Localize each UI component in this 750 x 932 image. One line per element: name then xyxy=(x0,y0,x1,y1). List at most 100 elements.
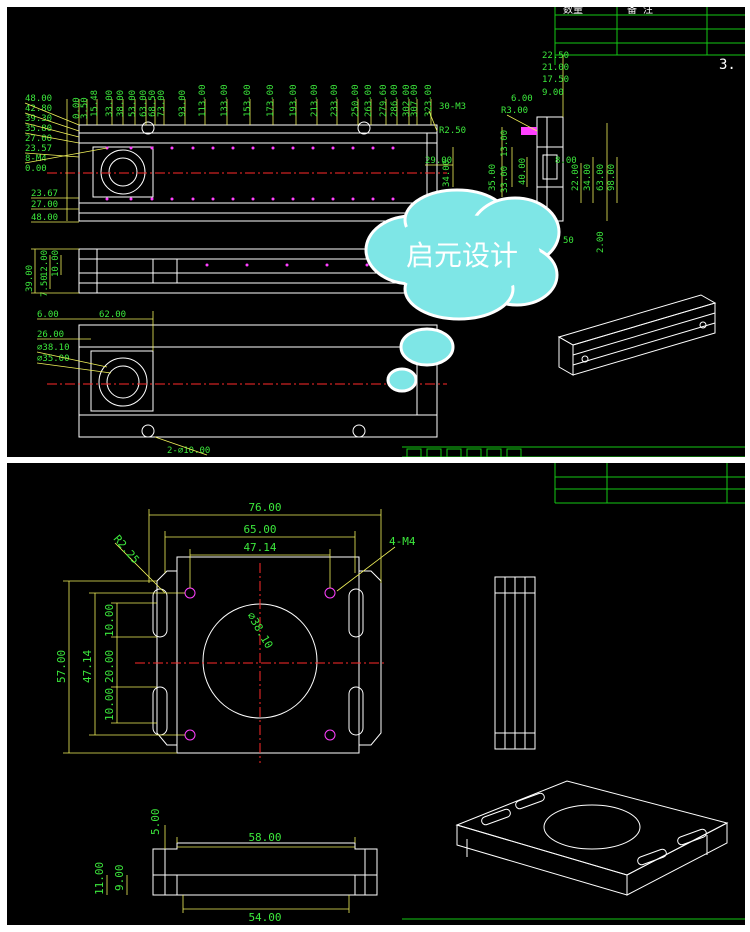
dim-plate-8: 20.00 xyxy=(103,650,116,683)
dim-top-7: 68.50 xyxy=(148,90,158,117)
dim-bottom-5: 2-⌀10.00 xyxy=(167,446,210,456)
dim-sec-4: 6.00 xyxy=(511,94,533,104)
dim-edge-0: 58.00 xyxy=(248,831,281,844)
plate-title-block xyxy=(402,463,745,920)
dim-bottom-4: ⌀35.00 xyxy=(37,354,70,364)
rail-top-view xyxy=(78,121,438,222)
rail-isometric-view xyxy=(557,294,717,376)
section-dim-leaders xyxy=(501,55,618,221)
plate-edge-view xyxy=(152,842,378,896)
dim-lower-0: 23.67 xyxy=(31,189,58,199)
bottom-view-dims: 6.00 62.00 26.00 ⌀38.10 ⌀35.00 2-⌀10.00 xyxy=(37,310,210,456)
dim-top-9: 93.00 xyxy=(178,90,188,117)
dim-top-20: 286.00 xyxy=(390,84,400,117)
right-dims: 30-M3 R2.50 29.00 34.00 xyxy=(425,102,466,187)
dim-top-18: 263.00 xyxy=(364,84,374,117)
dim-sec-6: 13.00 xyxy=(500,130,510,157)
dim-side-1: 12.00 xyxy=(40,250,50,277)
dim-plate-0: 76.00 xyxy=(248,501,281,514)
dim-top-15: 213.00 xyxy=(310,84,320,117)
dim-top-22: 307.00 xyxy=(410,84,420,117)
dim-top-23: 323.00 xyxy=(424,84,434,117)
dim-plate-1: 65.00 xyxy=(243,523,276,536)
top-row-dims: 0.00 3.50 15.48 33.00 38.00 53.00 63.00 … xyxy=(72,84,434,119)
dim-top-17: 250.00 xyxy=(351,84,361,117)
dim-plate-6: 47.14 xyxy=(81,650,94,683)
side-dims: 39.00 12.00 10.00 7.50 xyxy=(25,250,61,297)
dim-sec-0: 22.50 xyxy=(542,51,569,61)
dim-sec-10: 8.00 xyxy=(555,156,577,166)
dim-left-1: 42.80 xyxy=(25,104,52,114)
dim-sec-7: 35.00 xyxy=(488,164,498,191)
dim-sec-1: 21.00 xyxy=(542,63,569,73)
title-block-qty: 数量 xyxy=(563,7,583,16)
dim-plate-5: 57.00 xyxy=(55,650,68,683)
dim-top-16: 233.00 xyxy=(330,84,340,117)
dim-edge-2: 11.00 xyxy=(93,862,106,895)
dim-top-8: 73.00 xyxy=(157,90,167,117)
lower-left-dims: 23.67 27.00 48.00 xyxy=(31,189,58,223)
dim-right-3: 34.00 xyxy=(442,160,452,187)
rail-drawing: 数量 备 注 3. xyxy=(24,7,745,457)
dim-plate-3: R2.25 xyxy=(111,533,142,567)
dim-top-0: 0.00 xyxy=(72,97,82,119)
plate-drawing-panel: 76.00 65.00 47.14 R2.25 4-M4 57.00 47.14… xyxy=(7,463,745,925)
dim-side-0: 39.00 xyxy=(25,265,35,292)
dim-plate-4: 4-M4 xyxy=(389,535,416,548)
rail-side-view xyxy=(78,248,438,294)
dim-left-4: 27.00 xyxy=(25,134,52,144)
plate-m4-holes xyxy=(184,587,336,741)
dim-top-5: 53.00 xyxy=(128,90,138,117)
dim-bottom-2: 26.00 xyxy=(37,330,64,340)
side-view-holes xyxy=(205,263,369,267)
dim-sec-9: 40.00 xyxy=(518,158,528,185)
dim-sec-13: 63.00 xyxy=(596,164,606,191)
dim-bottom-0: 6.00 xyxy=(37,310,59,320)
dim-top-13: 173.00 xyxy=(266,84,276,117)
dim-top-10: 113.00 xyxy=(198,84,208,117)
dim-sec-5: R3.00 xyxy=(501,106,528,116)
dim-top-4: 38.00 xyxy=(116,90,126,117)
dim-top-6: 63.00 xyxy=(139,90,149,117)
dim-lower-2: 48.00 xyxy=(31,213,58,223)
dim-left-2: 39.30 xyxy=(25,114,52,124)
dim-lower-1: 27.00 xyxy=(31,200,58,210)
title-block-scale: 3. xyxy=(719,57,736,73)
dim-side-2: 10.00 xyxy=(51,250,61,277)
dim-plate-9: 10.00 xyxy=(103,688,116,721)
right-dim-leaders xyxy=(425,110,454,187)
dim-edge-3: 9.00 xyxy=(113,865,126,892)
bottom-view-leaders xyxy=(36,311,208,456)
dim-right-0: 30-M3 xyxy=(439,102,466,112)
dim-top-3: 33.00 xyxy=(105,90,115,117)
rail-drawing-panel: 数量 备 注 3. xyxy=(7,7,745,457)
plate-dims: 76.00 65.00 47.14 R2.25 4-M4 57.00 47.14… xyxy=(55,501,416,721)
title-block-notes: 备 注 xyxy=(627,7,653,16)
dim-plate-7: 10.00 xyxy=(103,604,116,637)
dim-sec-2: 17.50 xyxy=(542,75,569,85)
plate-isometric-view xyxy=(455,780,729,896)
top-dim-leaders xyxy=(66,99,432,221)
plate-side-view xyxy=(494,576,536,750)
edge-dim-lines xyxy=(106,825,356,913)
dim-edge-1: 5.00 xyxy=(149,809,162,836)
rail-holes xyxy=(105,146,395,201)
plate-dim-lines xyxy=(63,509,396,754)
dim-top-21: 302.00 xyxy=(402,84,412,117)
watermark-text: 启元设计 xyxy=(406,239,518,272)
dim-right-2: 29.00 xyxy=(425,156,452,166)
dim-top-1: 3.50 xyxy=(80,97,90,119)
dim-sec-8: 33.00 xyxy=(500,166,510,193)
dim-sec-12: 34.00 xyxy=(583,164,593,191)
side-dim-leaders xyxy=(31,248,79,294)
dim-left-5: 23.57 xyxy=(25,144,52,154)
edge-dims: 58.00 5.00 11.00 9.00 54.00 xyxy=(93,809,282,925)
dim-sec-16: 50 xyxy=(563,236,574,246)
dim-bottom-3: ⌀38.10 xyxy=(37,343,70,353)
dim-sec-14: 98.00 xyxy=(607,164,617,191)
left-stack-dims: 48.00 42.80 39.30 35.80 27.00 23.57 8-M4… xyxy=(25,94,52,174)
dim-side-3: 7.50 xyxy=(40,275,50,297)
dim-left-3: 35.80 xyxy=(25,124,52,134)
dim-right-1: R2.50 xyxy=(439,126,466,136)
